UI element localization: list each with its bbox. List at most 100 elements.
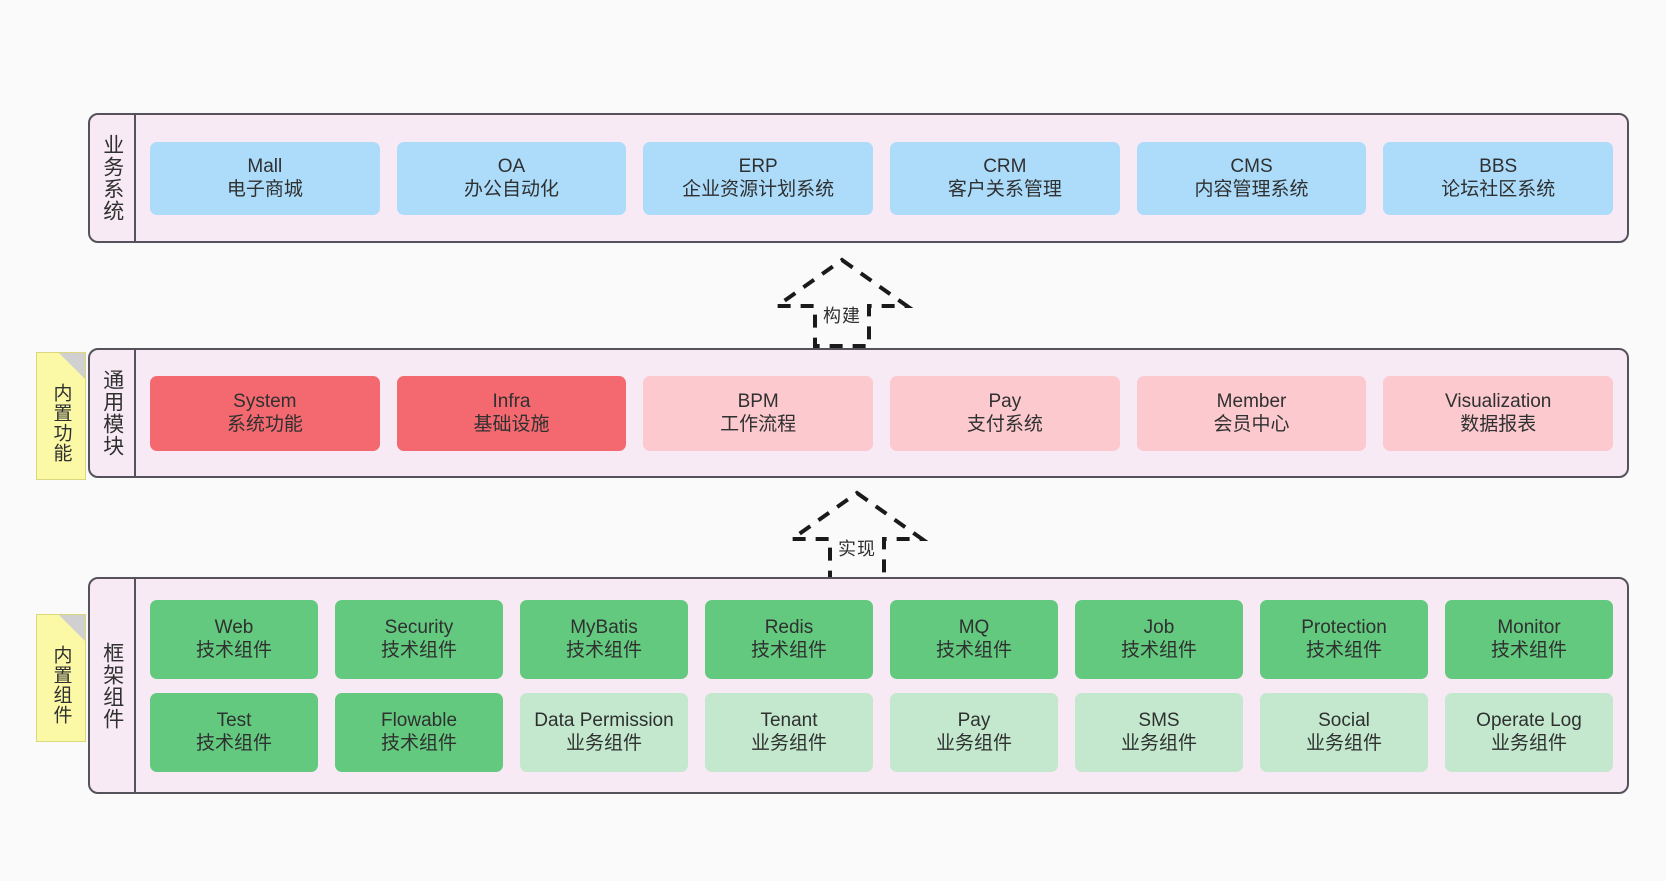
module-card-pay[interactable]: Pay 支付系统 <box>890 375 1120 451</box>
module-card-title: Infra <box>492 390 531 412</box>
module-card-cms[interactable]: CMS 内容管理系统 <box>1136 141 1367 215</box>
component-card-web[interactable]: Web 技术组件 <box>150 599 318 679</box>
component-card-title: Protection <box>1301 616 1387 638</box>
module-card-subtitle: 数据报表 <box>1460 414 1537 435</box>
band-title-business: 业务系统 <box>90 115 136 241</box>
module-card-title: ERP <box>738 155 778 177</box>
component-card-title: Security <box>384 616 454 638</box>
generalization-arrow-implement: 实现 <box>772 487 942 583</box>
component-card-title: Pay <box>957 709 991 731</box>
component-card-title: Job <box>1143 616 1175 638</box>
module-card-title: System <box>233 390 297 412</box>
module-card-bbs[interactable]: BBS 论坛社区系统 <box>1383 141 1614 215</box>
component-card-social[interactable]: Social 业务组件 <box>1260 692 1428 772</box>
module-card-title: Mall <box>247 155 283 177</box>
module-card-subtitle: 工作流程 <box>720 414 797 435</box>
component-card-title: Redis <box>764 616 814 638</box>
component-card-data-permission[interactable]: Data Permission 业务组件 <box>520 692 688 772</box>
module-card-member[interactable]: Member 会员中心 <box>1136 375 1367 451</box>
component-card-title: Tenant <box>760 709 818 731</box>
component-card-title: Monitor <box>1497 616 1561 638</box>
module-card-subtitle: 内容管理系统 <box>1194 179 1309 200</box>
component-card-test[interactable]: Test 技术组件 <box>150 692 318 772</box>
component-card-monitor[interactable]: Monitor 技术组件 <box>1445 599 1613 679</box>
component-card-subtitle: 业务组件 <box>750 733 827 754</box>
component-card-title: Web <box>214 616 254 638</box>
component-card-title: Operate Log <box>1476 709 1582 731</box>
component-card-subtitle: 技术组件 <box>1120 640 1197 661</box>
module-card-subtitle: 支付系统 <box>966 414 1043 435</box>
module-card-subtitle: 电子商城 <box>226 179 303 200</box>
module-card-title: Member <box>1216 390 1287 412</box>
module-card-subtitle: 论坛社区系统 <box>1441 179 1556 200</box>
component-card-subtitle: 技术组件 <box>195 640 272 661</box>
component-card-title: Data Permission <box>534 709 674 731</box>
module-card-title: OA <box>497 155 526 177</box>
module-card-title: BPM <box>737 390 779 412</box>
module-card-crm[interactable]: CRM 客户关系管理 <box>890 141 1120 215</box>
module-card-erp[interactable]: ERP 企业资源计划系统 <box>643 141 874 215</box>
module-card-subtitle: 办公自动化 <box>464 179 560 200</box>
component-card-subtitle: 技术组件 <box>380 640 457 661</box>
component-card-subtitle: 技术组件 <box>750 640 827 661</box>
layer-band-business: 业务系统 Mall 电子商城 OA 办公自动化 ERP 企业资源计划系统 CRM… <box>88 113 1629 243</box>
module-card-subtitle: 系统功能 <box>226 414 303 435</box>
component-card-pay[interactable]: Pay 业务组件 <box>890 692 1058 772</box>
module-card-subtitle: 基础设施 <box>473 414 550 435</box>
module-card-infra[interactable]: Infra 基础设施 <box>396 375 627 451</box>
component-card-subtitle: 技术组件 <box>935 640 1012 661</box>
component-card-subtitle: 业务组件 <box>1120 733 1197 754</box>
component-card-job[interactable]: Job 技术组件 <box>1075 599 1243 679</box>
module-card-title: BBS <box>1479 155 1518 177</box>
component-card-subtitle: 技术组件 <box>380 733 457 754</box>
module-card-system[interactable]: System 系统功能 <box>150 375 380 451</box>
module-card-title: Pay <box>988 390 1022 412</box>
module-card-visualization[interactable]: Visualization 数据报表 <box>1383 375 1614 451</box>
module-card-bpm[interactable]: BPM 工作流程 <box>643 375 874 451</box>
module-card-oa[interactable]: OA 办公自动化 <box>396 141 627 215</box>
component-card-title: SMS <box>1138 709 1180 731</box>
module-card-subtitle: 企业资源计划系统 <box>682 179 835 200</box>
sticky-note-builtin-component: 内置组件 <box>36 614 86 742</box>
module-card-subtitle: 客户关系管理 <box>947 179 1062 200</box>
component-card-subtitle: 业务组件 <box>1490 733 1567 754</box>
module-card-title: CRM <box>983 155 1027 177</box>
band-title-framework: 框架组件 <box>90 579 136 792</box>
component-card-title: Social <box>1318 709 1370 731</box>
component-card-mybatis[interactable]: MyBatis 技术组件 <box>520 599 688 679</box>
band-body-business: Mall 电子商城 OA 办公自动化 ERP 企业资源计划系统 CRM 客户关系… <box>136 115 1627 241</box>
arrow-label-build: 构建 <box>823 306 861 326</box>
component-card-subtitle: 业务组件 <box>935 733 1012 754</box>
component-card-operate-log[interactable]: Operate Log 业务组件 <box>1445 692 1613 772</box>
component-card-title: MyBatis <box>570 616 638 638</box>
component-card-subtitle: 技术组件 <box>565 640 642 661</box>
band-row: Mall 电子商城 OA 办公自动化 ERP 企业资源计划系统 CRM 客户关系… <box>150 141 1614 215</box>
layer-band-common: 通用模块 System 系统功能 Infra 基础设施 BPM 工作流程 Pay… <box>88 348 1629 478</box>
module-card-title: Visualization <box>1445 390 1552 412</box>
component-card-subtitle: 业务组件 <box>1305 733 1382 754</box>
component-card-redis[interactable]: Redis 技术组件 <box>705 599 873 679</box>
band-body-framework: Web 技术组件 Security 技术组件 MyBatis 技术组件 Redi… <box>136 579 1627 792</box>
band-row: Test 技术组件 Flowable 技术组件 Data Permission … <box>150 692 1613 772</box>
component-card-subtitle: 业务组件 <box>565 733 642 754</box>
component-card-flowable[interactable]: Flowable 技术组件 <box>335 692 503 772</box>
band-title-common: 通用模块 <box>90 350 136 476</box>
component-card-tenant[interactable]: Tenant 业务组件 <box>705 692 873 772</box>
component-card-protection[interactable]: Protection 技术组件 <box>1260 599 1428 679</box>
layer-band-framework: 框架组件 Web 技术组件 Security 技术组件 MyBatis 技术组件… <box>88 577 1629 794</box>
sticky-note-builtin-function: 内置功能 <box>36 352 86 480</box>
module-card-title: CMS <box>1230 155 1273 177</box>
component-card-title: MQ <box>958 616 990 638</box>
component-card-subtitle: 技术组件 <box>1490 640 1567 661</box>
arrow-label-implement: 实现 <box>838 539 876 559</box>
component-card-mq[interactable]: MQ 技术组件 <box>890 599 1058 679</box>
component-card-subtitle: 技术组件 <box>195 733 272 754</box>
module-card-subtitle: 会员中心 <box>1213 414 1290 435</box>
component-card-title: Flowable <box>380 709 458 731</box>
module-card-mall[interactable]: Mall 电子商城 <box>150 141 380 215</box>
band-row: System 系统功能 Infra 基础设施 BPM 工作流程 Pay 支付系统… <box>150 375 1614 451</box>
generalization-arrow-build: 构建 <box>757 254 927 350</box>
component-card-sms[interactable]: SMS 业务组件 <box>1075 692 1243 772</box>
component-card-security[interactable]: Security 技术组件 <box>335 599 503 679</box>
